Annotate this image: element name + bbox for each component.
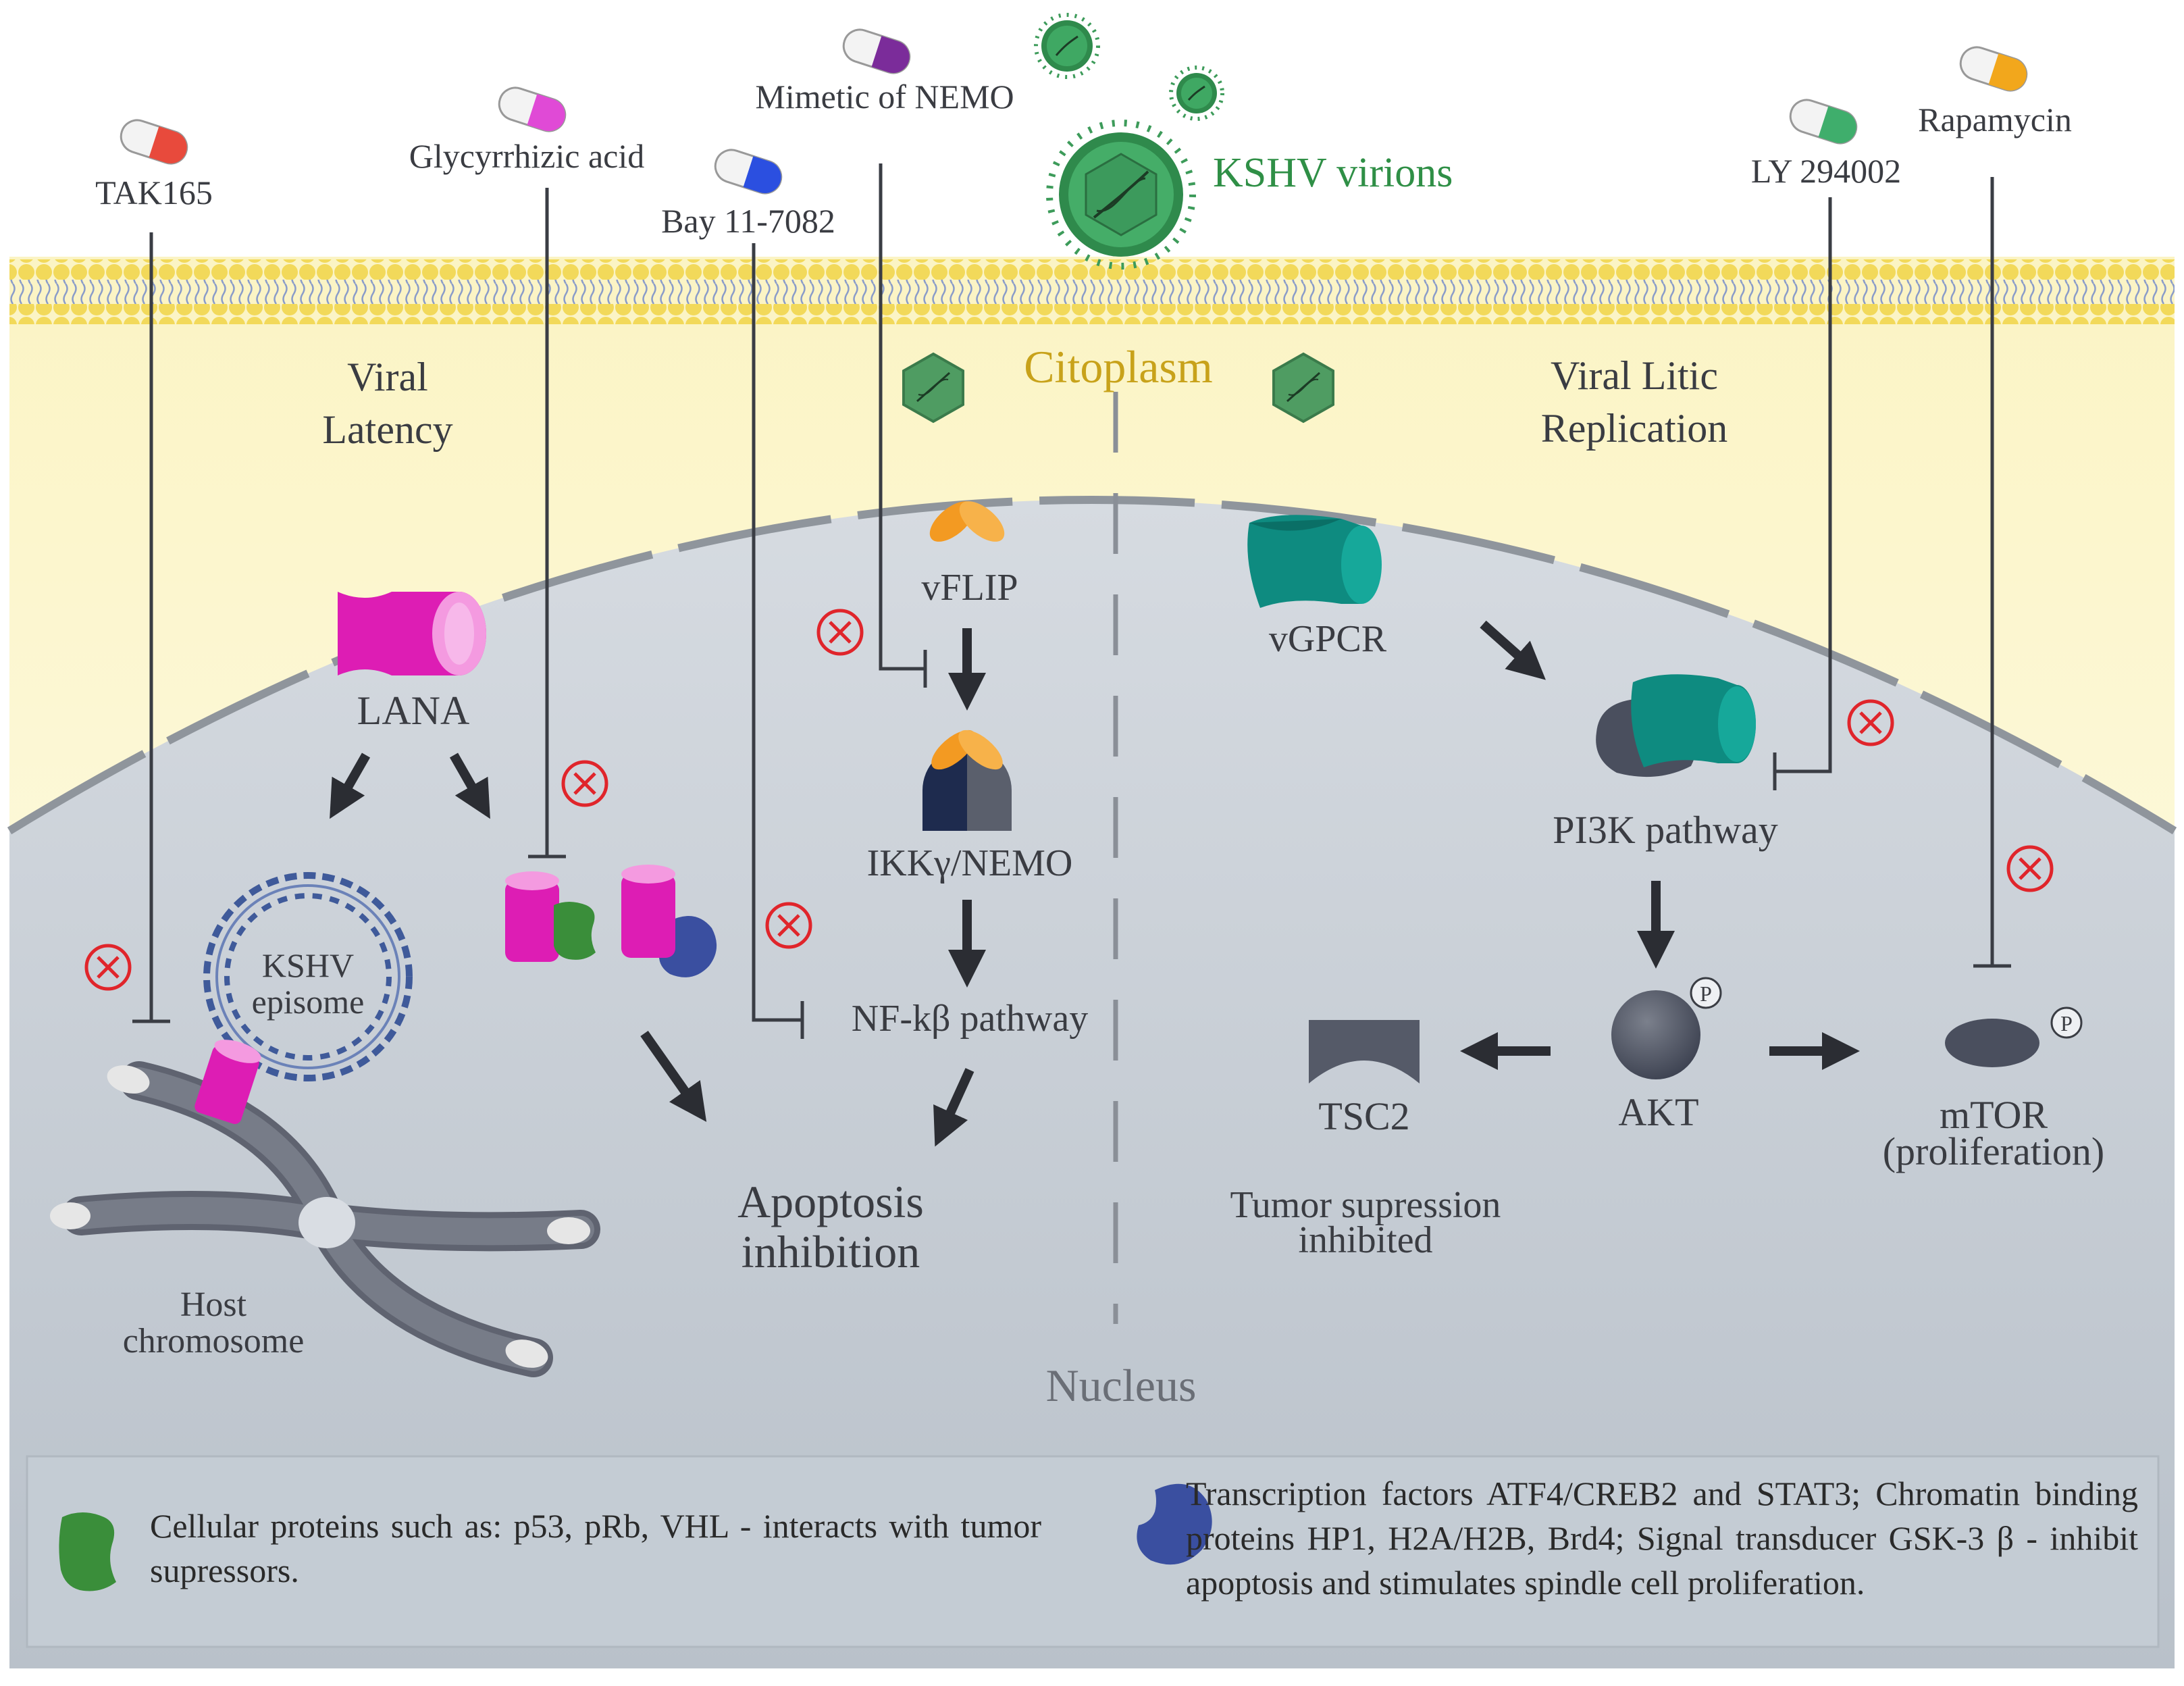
inhibit-x-icon [816, 609, 864, 656]
latency-label-2: Latency [322, 407, 452, 452]
mtor-kinase-icon [1945, 1006, 2083, 1067]
pi3k-complex-icon [1596, 674, 1756, 777]
vgpcr-receptor-icon [1247, 515, 1382, 608]
apoptosis-label-2: inhibition [742, 1226, 920, 1277]
mtor-phospho-label: P [2060, 1011, 2073, 1036]
lana-label: LANA [357, 688, 470, 733]
kshv-episome-icon [203, 872, 413, 1081]
vgpcr-label: vGPCR [1269, 618, 1387, 660]
bay-pill-icon [714, 149, 783, 195]
inhibit-x-icon [765, 902, 812, 949]
episome-label-2: episome [252, 983, 365, 1021]
virion-small-icon [1034, 13, 1100, 79]
vflip-label: vFLIP [921, 567, 1018, 609]
inhibit-x-icon [561, 760, 608, 807]
akt-phospho-label: P [1700, 981, 1712, 1006]
inhibitor-lines [132, 163, 2011, 1039]
mtor-label-1: mTOR [1940, 1093, 2048, 1137]
lana-protein-icon [338, 592, 486, 675]
rapamycin-label: Rapamycin [1918, 101, 2072, 138]
pi3k-label: PI3K pathway [1553, 808, 1777, 852]
inhibit-x-icon [84, 944, 132, 991]
akt-kinase-icon [1611, 977, 1722, 1079]
mimetic-nemo-label: Mimetic of NEMO [755, 78, 1014, 116]
rapamycin-pill-icon [1959, 46, 2028, 92]
inhibit-x-icons [84, 609, 2054, 991]
akt-label: AKT [1618, 1090, 1698, 1134]
mtor-label-2: (proliferation) [1883, 1129, 2105, 1173]
lana-transcription-complex-icon [621, 865, 717, 977]
legend-transcription-text: Transcription factors ATF4/CREB2 and STA… [1186, 1475, 2138, 1602]
legend-panel [26, 1455, 2160, 1648]
host-label-1: Host [180, 1285, 247, 1324]
lytic-label-1: Viral Litic [1551, 353, 1718, 398]
text-layer: TAK165 Glycyrrhizic acid Mimetic of NEMO… [95, 78, 2104, 1411]
inhibit-x-icon [1847, 699, 1894, 746]
glycyrrhizic-label: Glycyrrhizic acid [409, 137, 644, 175]
virions-label: KSHV virions [1213, 150, 1453, 196]
cellular-protein-legend-icon [59, 1512, 116, 1591]
tak165-label: TAK165 [95, 174, 213, 211]
virion-large-icon [1046, 120, 1196, 270]
apoptosis-label-1: Apoptosis [737, 1176, 924, 1227]
lytic-label-2: Replication [1541, 406, 1728, 451]
bay-label: Bay 11-7082 [661, 202, 835, 240]
lana-arrows [330, 752, 707, 1122]
lana-cellular-complex-icon [505, 871, 596, 962]
nucleus-area [9, 500, 2175, 1668]
tsc2-label: TSC2 [1318, 1094, 1409, 1138]
tak165-pill-icon [120, 119, 188, 165]
episome-label-1: KSHV [262, 946, 354, 984]
capsid-left-icon [902, 352, 964, 424]
virion-tiny-icon [1169, 66, 1224, 121]
mimetic-nemo-pill-icon [842, 28, 911, 74]
nucleus-label: Nucleus [1046, 1360, 1197, 1411]
nfkb-arrows [933, 628, 986, 1147]
glycyrrhizic-pill-icon [498, 86, 567, 132]
lana-tether-icon [194, 1040, 261, 1124]
lytic-arrows [1460, 620, 1860, 1070]
legend-cellular-text: Cellular proteins such as: p53, pRb, VHL… [150, 1507, 1041, 1589]
transcription-factor-legend-icon [1137, 1483, 1212, 1565]
tumor-label-2: inhibited [1298, 1219, 1432, 1261]
ikk-nemo-complex-icon [922, 730, 1012, 831]
cell-membrane [9, 259, 2175, 324]
latency-label-1: Viral [347, 355, 428, 399]
ikk-label: IKKγ/NEMO [867, 842, 1073, 884]
inhibit-x-icon [2006, 845, 2054, 892]
capsid-right-icon [1272, 352, 1334, 424]
vflip-protein-icon [929, 501, 1005, 542]
tsc2-protein-icon [1309, 1020, 1420, 1083]
cytoplasm-label: Citoplasm [1024, 341, 1213, 392]
nfkb-label: NF-kβ pathway [852, 998, 1088, 1040]
ly-label: LY 294002 [1751, 152, 1901, 190]
ly-pill-icon [1789, 99, 1858, 145]
tumor-label-1: Tumor supression [1230, 1184, 1501, 1226]
host-label-2: chromosome [123, 1322, 305, 1360]
